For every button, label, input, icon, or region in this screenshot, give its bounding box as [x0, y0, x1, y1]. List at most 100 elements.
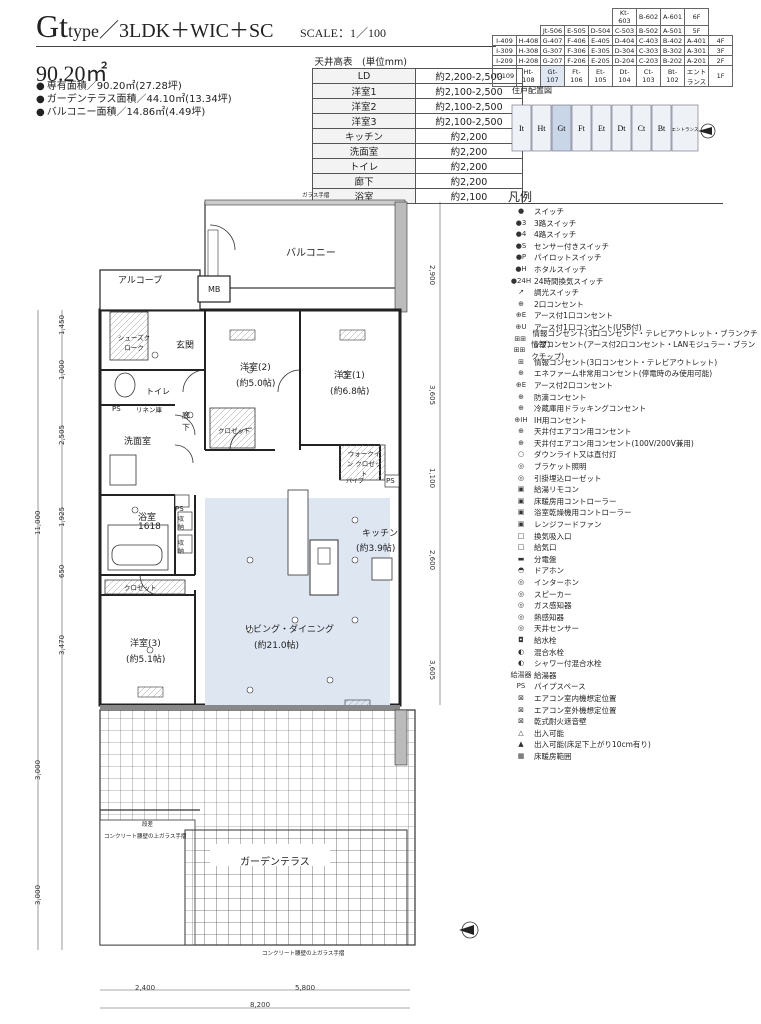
legend-symbol-icon: ◐ [517, 659, 525, 668]
legend-symbol-icon: △ [518, 728, 524, 737]
ceiling-height: 約2,200 [415, 143, 523, 159]
legend-item: ⊠エアコン室内機想定位置 [508, 693, 761, 705]
legend-symbol-icon: ○ [517, 450, 525, 459]
room-bath-size: 1618 [138, 522, 161, 532]
dim-left: 11,000 [34, 510, 42, 536]
ceiling-height: 約2,200 [415, 158, 523, 174]
ceiling-room: 洋室2 [312, 98, 416, 114]
legend-symbol-icon: ●24H [510, 276, 532, 285]
legend-item: ⊠乾式耐火遮音壁 [508, 716, 761, 728]
legend-symbol-icon: ⊞⊞ [513, 346, 526, 355]
legend-symbol-icon: ●P [515, 253, 527, 262]
unit-cell [565, 9, 589, 26]
legend-item: ⊠エアコン室外機想定位置 [508, 705, 761, 717]
legend-symbol-icon: ◎ [517, 624, 525, 633]
legend-label: 出入可能(床足下上がり10cm有り) [534, 740, 651, 750]
position-unit: It [519, 124, 525, 133]
legend-symbol-icon: ⊕E [515, 380, 527, 389]
legend-label: パイプスペース [534, 682, 586, 692]
room-western-2-size: (約5.0帖) [236, 379, 276, 389]
ceiling-room: 洋室1 [312, 83, 416, 99]
legend-title: 凡例 [508, 190, 533, 204]
room-shoes-closet: シューズクローク [117, 334, 151, 352]
room-bath: 浴室 [138, 513, 157, 523]
dim-left: 1,925 [58, 506, 66, 527]
legend-item: ↗調光スイッチ [508, 287, 761, 299]
unit-cell: D-204 [612, 55, 637, 66]
unit-cell: I-209 [492, 55, 517, 66]
unit-cell: Gt-107 [540, 65, 565, 87]
ceiling-height: 約2,100-2,500 [415, 98, 523, 114]
unit-cell: A-401 [684, 35, 709, 46]
legend-symbol-icon: ↗ [518, 288, 524, 297]
balcony-area [204, 201, 406, 289]
room-alcove: アルコーブ [118, 276, 163, 286]
legend-symbol-icon: ▣ [517, 508, 525, 517]
legend-symbol-icon: ◐ [517, 647, 525, 656]
legend-label: 4路スイッチ [534, 230, 577, 240]
balcony-glass-rail: ガラス手摺 [302, 193, 330, 199]
unit-cell: E-205 [588, 55, 613, 66]
unit-cell: C-403 [636, 35, 661, 46]
unit-cell: Et-105 [588, 65, 613, 87]
unit-cell: Bt-102 [660, 65, 685, 87]
north-arrow-icon [698, 123, 716, 139]
room-kitchen-size: (約3.9帖) [356, 544, 396, 554]
legend-symbol-icon: ●3 [515, 218, 527, 227]
position-unit: Bt [658, 124, 666, 133]
unit-cell [517, 9, 541, 26]
ceiling-row: トイレ約2,200 [312, 158, 523, 174]
ceiling-room: 洗面室 [312, 143, 416, 159]
legend-label: ブラケット照明 [534, 462, 587, 472]
unit-cell: Kt-603 [612, 8, 637, 26]
legend-item: ▣床暖房用コントローラー [508, 496, 761, 508]
legend-label: 引掛埋込ローゼット [534, 473, 602, 483]
legend-label: 乾式耐火遮音壁 [534, 717, 587, 727]
ceiling-room: キッチン [312, 128, 416, 144]
legend-item: ○ダウンライト又は直付灯 [508, 449, 761, 461]
legend-item: ◎ ガス感知器 [508, 600, 761, 612]
unit-cell: B-302 [660, 45, 685, 56]
legend-item: ⊕天井付エアコン用コンセント(100V/200V兼用) [508, 438, 761, 450]
kitchen-sink-icon [317, 547, 331, 565]
legend-item: ◐混合水栓 [508, 647, 761, 659]
unit-cell: C-203 [636, 55, 661, 66]
area-bullet: ガーデンテラス面積／44.10㎡(13.34坪) [36, 93, 232, 106]
legend-symbol-icon: ◎ [517, 601, 525, 610]
unit-cell: G-407 [540, 35, 565, 46]
legend-item: ⊕冷蔵庫用ドラッキングコンセント [508, 403, 761, 415]
position-unit: Ct [638, 124, 646, 133]
room-washroom: 洗面室 [124, 437, 152, 447]
area-bullet: 専有面積／90.20㎡(27.28坪) [36, 80, 232, 93]
bathtub-icon [111, 544, 163, 566]
legend-label: 給湯器 [534, 670, 557, 680]
legend-symbol-icon: ◎ [517, 473, 525, 482]
closet-western-2: クロゼット [218, 427, 251, 435]
position-unit: エントランス [672, 127, 699, 133]
dim-right: 2,900 [428, 265, 436, 286]
ceiling-height: 約2,200 [415, 128, 523, 144]
dim-left: 1,000 [58, 359, 66, 380]
dim-right: 2,600 [428, 550, 436, 571]
position-unit: Gt [558, 124, 567, 133]
legend-symbol-icon: ▣ [517, 485, 525, 494]
legend-symbol-icon: ⊕U [515, 322, 527, 331]
room-linen: リネン庫 [136, 406, 162, 414]
legend-label: ガス感知器 [534, 601, 572, 611]
legend-label: スイッチ [534, 207, 564, 216]
legend-item: ▣給湯リモコン [508, 484, 761, 496]
unit-cell: A-301 [684, 45, 709, 56]
legend-symbol-icon: ⊕ [518, 438, 524, 447]
unit-cell: 2F [708, 55, 733, 66]
terrace-rail-note-bottom: コンクリート腰壁の上ガラス手摺 [262, 951, 345, 957]
ceiling-row: 廊下約2,200 [312, 173, 523, 189]
legend-label: 情報コンセント(3口コンセント・テレビアウトレット) [534, 357, 718, 367]
